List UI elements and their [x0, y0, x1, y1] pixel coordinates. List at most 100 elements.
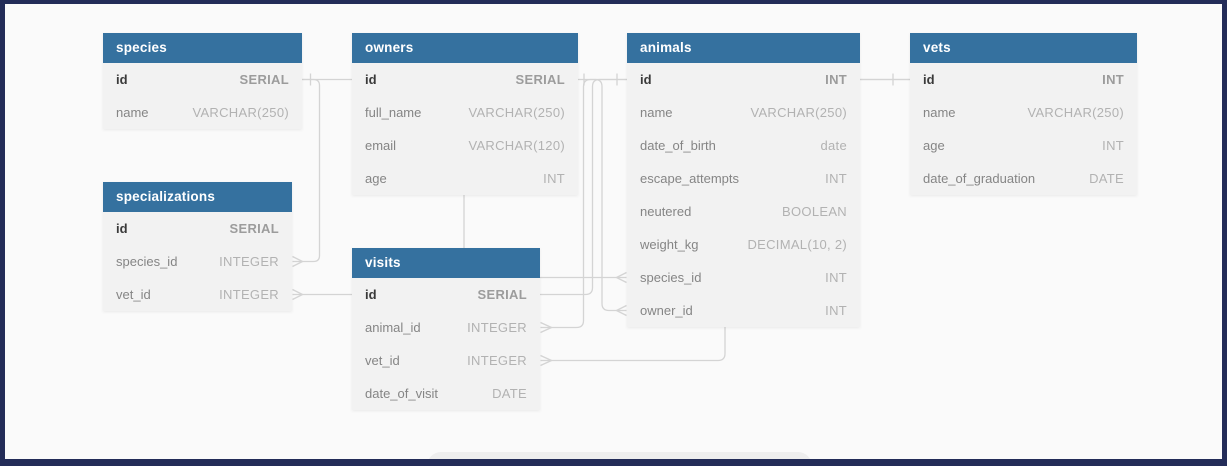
bottom-toolbar-pill[interactable]	[427, 452, 812, 466]
column-row-species_id[interactable]: species_id INT	[627, 261, 860, 294]
table-owners[interactable]: owners id SERIAL full_name VARCHAR(250) email…	[352, 33, 578, 195]
table-header[interactable]: visits	[352, 248, 540, 278]
column-type: INTEGER	[219, 254, 279, 269]
crow-foot-marker	[616, 309, 627, 317]
column-row-owner_id[interactable]: owner_id INT	[627, 294, 860, 327]
column-type: SERIAL	[477, 287, 527, 302]
column-type: INTEGER	[467, 320, 527, 335]
column-type: INT	[543, 171, 565, 186]
crow-foot-marker	[292, 255, 303, 263]
column-name: name	[640, 105, 673, 120]
column-type: INTEGER	[219, 287, 279, 302]
column-name: neutered	[640, 204, 692, 219]
column-row-id[interactable]: id SERIAL	[103, 63, 302, 96]
column-type: INT	[825, 303, 847, 318]
column-row-id[interactable]: id SERIAL	[352, 63, 578, 96]
crow-foot-marker	[540, 359, 552, 367]
table-title: owners	[365, 40, 414, 55]
column-type: VARCHAR(120)	[468, 138, 565, 153]
crow-foot-marker	[292, 293, 303, 301]
column-name: id	[923, 72, 935, 87]
relationship-line-specializations.vet_id-vets.id	[302, 78, 910, 296]
column-row-full_name[interactable]: full_name VARCHAR(250)	[352, 96, 578, 129]
column-row-date_of_visit[interactable]: date_of_visit DATE	[352, 377, 540, 410]
crow-foot-marker	[292, 288, 303, 296]
column-name: age	[923, 138, 945, 153]
table-title: specializations	[116, 189, 216, 204]
column-type: VARCHAR(250)	[750, 105, 847, 120]
crow-foot-marker	[292, 260, 303, 268]
column-type: INT	[1102, 72, 1124, 87]
table-title: vets	[923, 40, 951, 55]
crow-foot-marker	[540, 354, 552, 362]
column-type: INT	[825, 171, 847, 186]
column-row-email[interactable]: email VARCHAR(120)	[352, 129, 578, 162]
column-name: id	[640, 72, 652, 87]
column-type: VARCHAR(250)	[192, 105, 289, 120]
column-row-age[interactable]: age INT	[910, 129, 1137, 162]
table-species[interactable]: species id SERIAL name VARCHAR(250)	[103, 33, 302, 129]
column-name: owner_id	[640, 303, 693, 318]
column-type: SERIAL	[229, 221, 279, 236]
column-type: BOOLEAN	[782, 204, 847, 219]
crow-foot-marker	[616, 276, 627, 284]
column-type: INT	[1102, 138, 1124, 153]
table-header[interactable]: species	[103, 33, 302, 63]
column-row-name[interactable]: name VARCHAR(250)	[103, 96, 302, 129]
column-row-vet_id[interactable]: vet_id INTEGER	[352, 344, 540, 377]
column-type: DECIMAL(10, 2)	[747, 237, 847, 252]
column-type: SERIAL	[515, 72, 565, 87]
crow-foot-marker	[616, 304, 627, 312]
column-name: id	[365, 72, 377, 87]
table-title: species	[116, 40, 167, 55]
relationship-line-visits.animal_id-animals.id	[551, 78, 627, 329]
column-name: species_id	[116, 254, 178, 269]
column-row-id[interactable]: id INT	[627, 63, 860, 96]
column-row-id[interactable]: id SERIAL	[103, 212, 292, 245]
column-row-id[interactable]: id SERIAL	[352, 278, 540, 311]
column-name: date_of_visit	[365, 386, 438, 401]
column-type: INTEGER	[467, 353, 527, 368]
column-row-name[interactable]: name VARCHAR(250)	[627, 96, 860, 129]
column-row-id[interactable]: id INT	[910, 63, 1137, 96]
table-header[interactable]: vets	[910, 33, 1137, 63]
table-header[interactable]: specializations	[103, 182, 292, 212]
column-name: date_of_birth	[640, 138, 716, 153]
column-name: id	[116, 72, 128, 87]
column-name: email	[365, 138, 397, 153]
crow-foot-marker	[540, 326, 552, 334]
table-header[interactable]: animals	[627, 33, 860, 63]
column-name: name	[923, 105, 956, 120]
column-row-date_of_graduation[interactable]: date_of_graduation DATE	[910, 162, 1137, 195]
column-type: INT	[825, 72, 847, 87]
column-name: date_of_graduation	[923, 171, 1036, 186]
column-name: name	[116, 105, 149, 120]
table-header[interactable]: owners	[352, 33, 578, 63]
crow-foot-marker	[616, 271, 627, 279]
column-name: full_name	[365, 105, 422, 120]
column-type: DATE	[1089, 171, 1124, 186]
column-type: INT	[825, 270, 847, 285]
column-name: species_id	[640, 270, 702, 285]
column-type: DATE	[492, 386, 527, 401]
column-name: id	[116, 221, 128, 236]
column-row-species_id[interactable]: species_id INTEGER	[103, 245, 292, 278]
column-type: VARCHAR(250)	[468, 105, 565, 120]
column-type: SERIAL	[239, 72, 289, 87]
relationship-line-species.id-specializations.species_id	[302, 78, 321, 263]
column-row-neutered[interactable]: neutered BOOLEAN	[627, 195, 860, 228]
column-name: id	[365, 287, 377, 302]
column-name: vet_id	[365, 353, 400, 368]
